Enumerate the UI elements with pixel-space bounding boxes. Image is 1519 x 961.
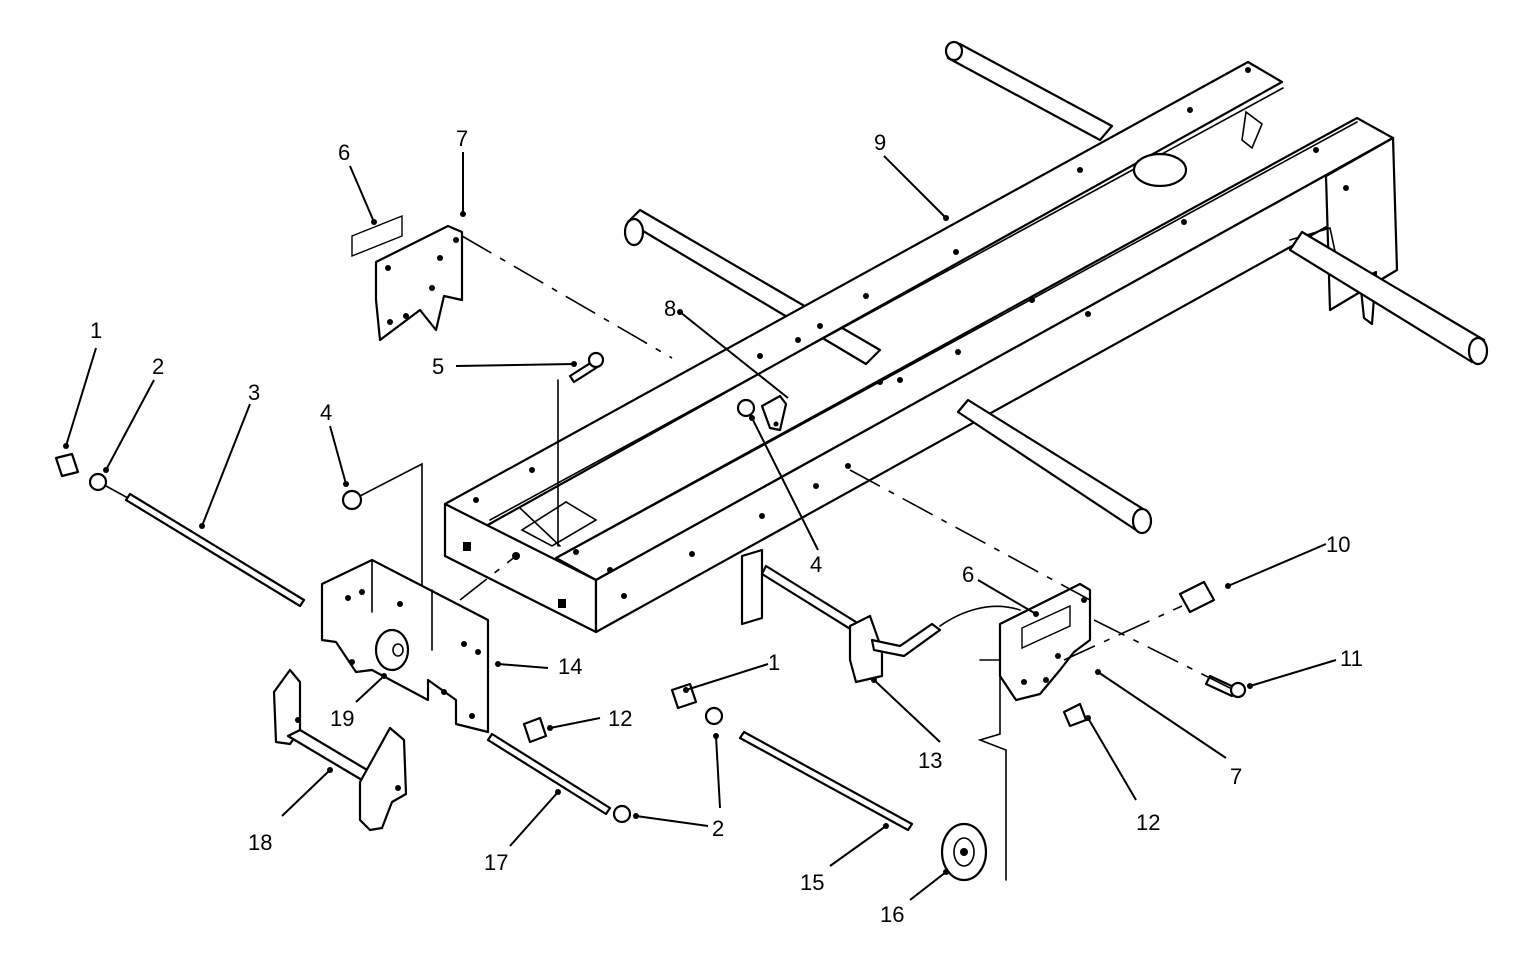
- leader-lines: [63, 152, 1337, 901]
- callout-18: 18: [248, 830, 272, 855]
- callout-14: 14: [558, 654, 582, 679]
- bracket-18: [272, 668, 408, 832]
- center-bracket-14: [320, 558, 490, 734]
- callout-16: 16: [880, 902, 904, 927]
- lower-bracket-plate: [977, 582, 1092, 881]
- upper-bracket-plate: [374, 224, 464, 342]
- callout-5: 5: [432, 354, 444, 379]
- callout-6-lower: 6: [962, 562, 974, 587]
- callout-3: 3: [248, 380, 260, 405]
- callout-7-upper: 7: [456, 126, 468, 151]
- nut-4: [341, 462, 423, 601]
- callout-labels: 1 2 3 4 5 6 7 8 9 4 10 6 11 1 12 14 19 1…: [90, 126, 1363, 927]
- callout-11: 11: [1340, 646, 1363, 671]
- spring-12-left: [522, 716, 548, 744]
- callout-1-upper: 1: [90, 318, 102, 343]
- callout-6-upper: 6: [338, 140, 350, 165]
- callout-2-lower: 2: [712, 816, 724, 841]
- assembly-centerlines: [459, 235, 1231, 689]
- rod-assembly-15: [670, 682, 988, 882]
- callout-15: 15: [800, 870, 824, 895]
- callout-12-right: 12: [1136, 810, 1160, 835]
- small-bracket-8: [736, 394, 788, 432]
- callout-1-lower: 1: [768, 650, 780, 675]
- callout-17: 17: [484, 850, 508, 875]
- callout-12-left: 12: [608, 706, 632, 731]
- callout-13: 13: [918, 748, 942, 773]
- spring-10: [1178, 580, 1216, 614]
- callout-10: 10: [1326, 532, 1350, 557]
- callout-19: 19: [330, 706, 354, 731]
- spring-12-right: [1062, 702, 1088, 728]
- callout-9: 9: [874, 130, 886, 155]
- callout-2-upper: 2: [152, 354, 164, 379]
- linkage-13: [740, 548, 1021, 684]
- callout-8: 8: [664, 296, 676, 321]
- main-frame: [443, 40, 1489, 634]
- rod-assembly-3: [54, 452, 306, 608]
- callout-7-lower: 7: [1230, 764, 1242, 789]
- callout-4-left: 4: [320, 400, 332, 425]
- decal-upper: [351, 214, 403, 258]
- bolt-11: [1204, 674, 1247, 699]
- rod-17: [486, 732, 632, 824]
- bolt-5: [557, 351, 605, 547]
- callout-4-center: 4: [810, 552, 822, 577]
